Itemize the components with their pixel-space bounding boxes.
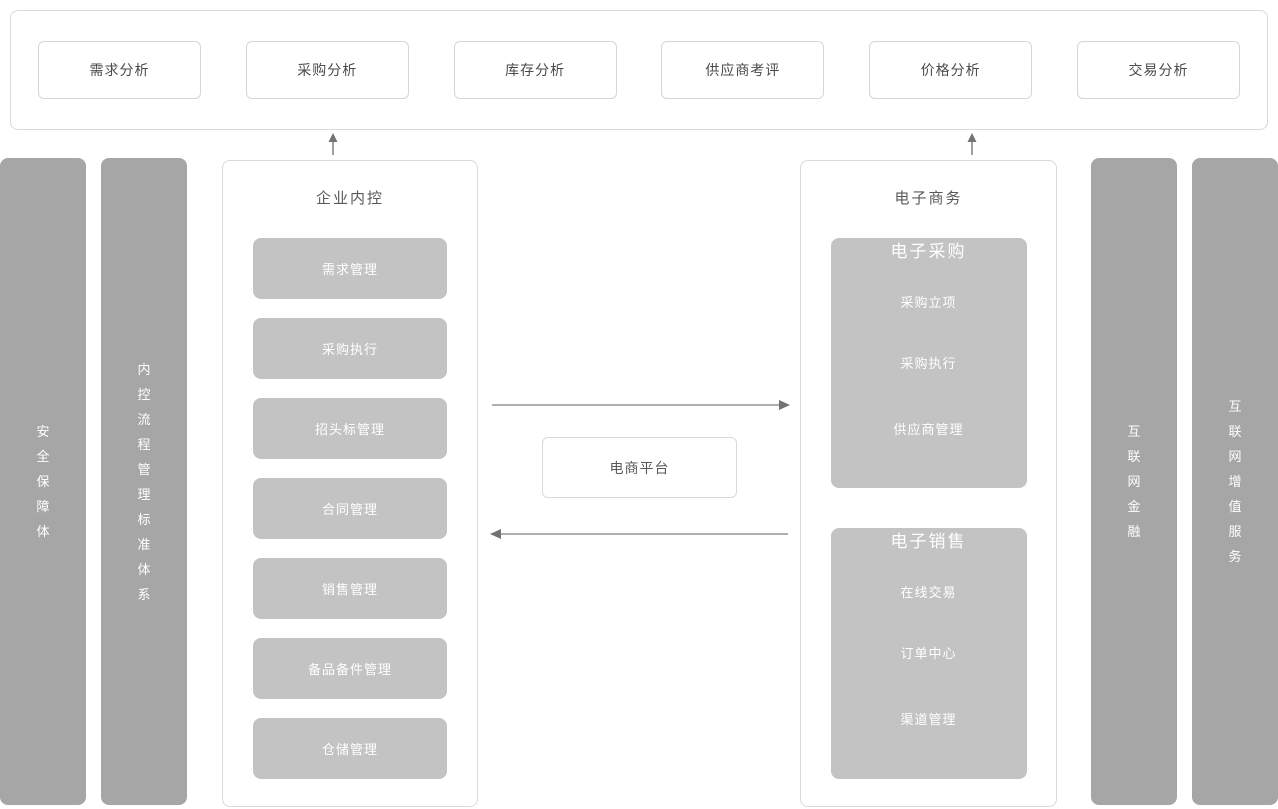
ecommerce-title: 电子商务 (894, 190, 963, 207)
ecommerce-panel: 电子商务 电子采购 采购立项 采购执行 供应商管理 电子销售 在线交易 订单中心… (800, 160, 1057, 807)
internal-control-item-spare-parts: 备品备件管理 (253, 638, 447, 699)
analysis-node-supplier-eval: 供应商考评 (661, 41, 825, 99)
e-sales-title: 电子销售 (890, 532, 967, 551)
internal-control-item-warehouse: 仓储管理 (253, 718, 447, 779)
internal-control-item-sales: 销售管理 (253, 558, 447, 619)
pillar-internal-control-standard: 内控流程管理标准体系 (101, 158, 187, 805)
analysis-node-procurement: 采购分析 (245, 41, 409, 99)
e-procurement-item-supplier-mgmt: 供应商管理 (893, 422, 964, 437)
e-procurement-item-execution: 采购执行 (900, 356, 957, 371)
ecommerce-platform-node: 电商平台 (542, 437, 737, 498)
internal-control-item-procurement-exec: 采购执行 (253, 318, 447, 379)
analytics-panel: 需求分析 采购分析 库存分析 供应商考评 价格分析 交易分析 (10, 10, 1268, 130)
e-sales-item-channel-mgmt: 渠道管理 (900, 712, 957, 727)
e-sales-block: 电子销售 在线交易 订单中心 渠道管理 (830, 528, 1027, 779)
internal-control-item-demand: 需求管理 (253, 238, 447, 299)
analysis-node-inventory: 库存分析 (453, 41, 617, 99)
arrow-up-icon (967, 133, 977, 155)
e-sales-item-order-center: 订单中心 (900, 646, 957, 661)
pillar-label: 互联网金融 (1127, 424, 1141, 539)
e-procurement-block: 电子采购 采购立项 采购执行 供应商管理 (830, 238, 1027, 488)
internal-control-panel: 企业内控 需求管理 采购执行 招头标管理 合同管理 销售管理 备品备件管理 仓储… (222, 160, 478, 807)
analysis-node-demand: 需求分析 (38, 41, 201, 99)
pillar-label: 安全保障体 (36, 424, 50, 539)
pillar-label: 互联网增值服务 (1228, 399, 1242, 564)
pillar-internet-value-added-services: 互联网增值服务 (1192, 158, 1278, 805)
analysis-node-transaction: 交易分析 (1076, 41, 1240, 99)
pillar-internet-finance: 互联网金融 (1091, 158, 1177, 805)
analysis-node-price: 价格分析 (869, 41, 1033, 99)
arrow-up-icon (328, 133, 338, 155)
e-procurement-title: 电子采购 (890, 242, 967, 261)
pillar-label: 内控流程管理标准体系 (137, 361, 151, 602)
flow-arrow-left-icon (490, 529, 788, 539)
e-sales-item-online-trade: 在线交易 (900, 585, 957, 600)
internal-control-item-contract: 合同管理 (253, 478, 447, 539)
e-procurement-item-initiation: 采购立项 (900, 295, 957, 310)
internal-control-title: 企业内控 (315, 190, 384, 207)
internal-control-item-bidding: 招头标管理 (253, 398, 447, 459)
pillar-security-assurance: 安全保障体 (0, 158, 86, 805)
flow-arrow-right-icon (492, 400, 790, 410)
